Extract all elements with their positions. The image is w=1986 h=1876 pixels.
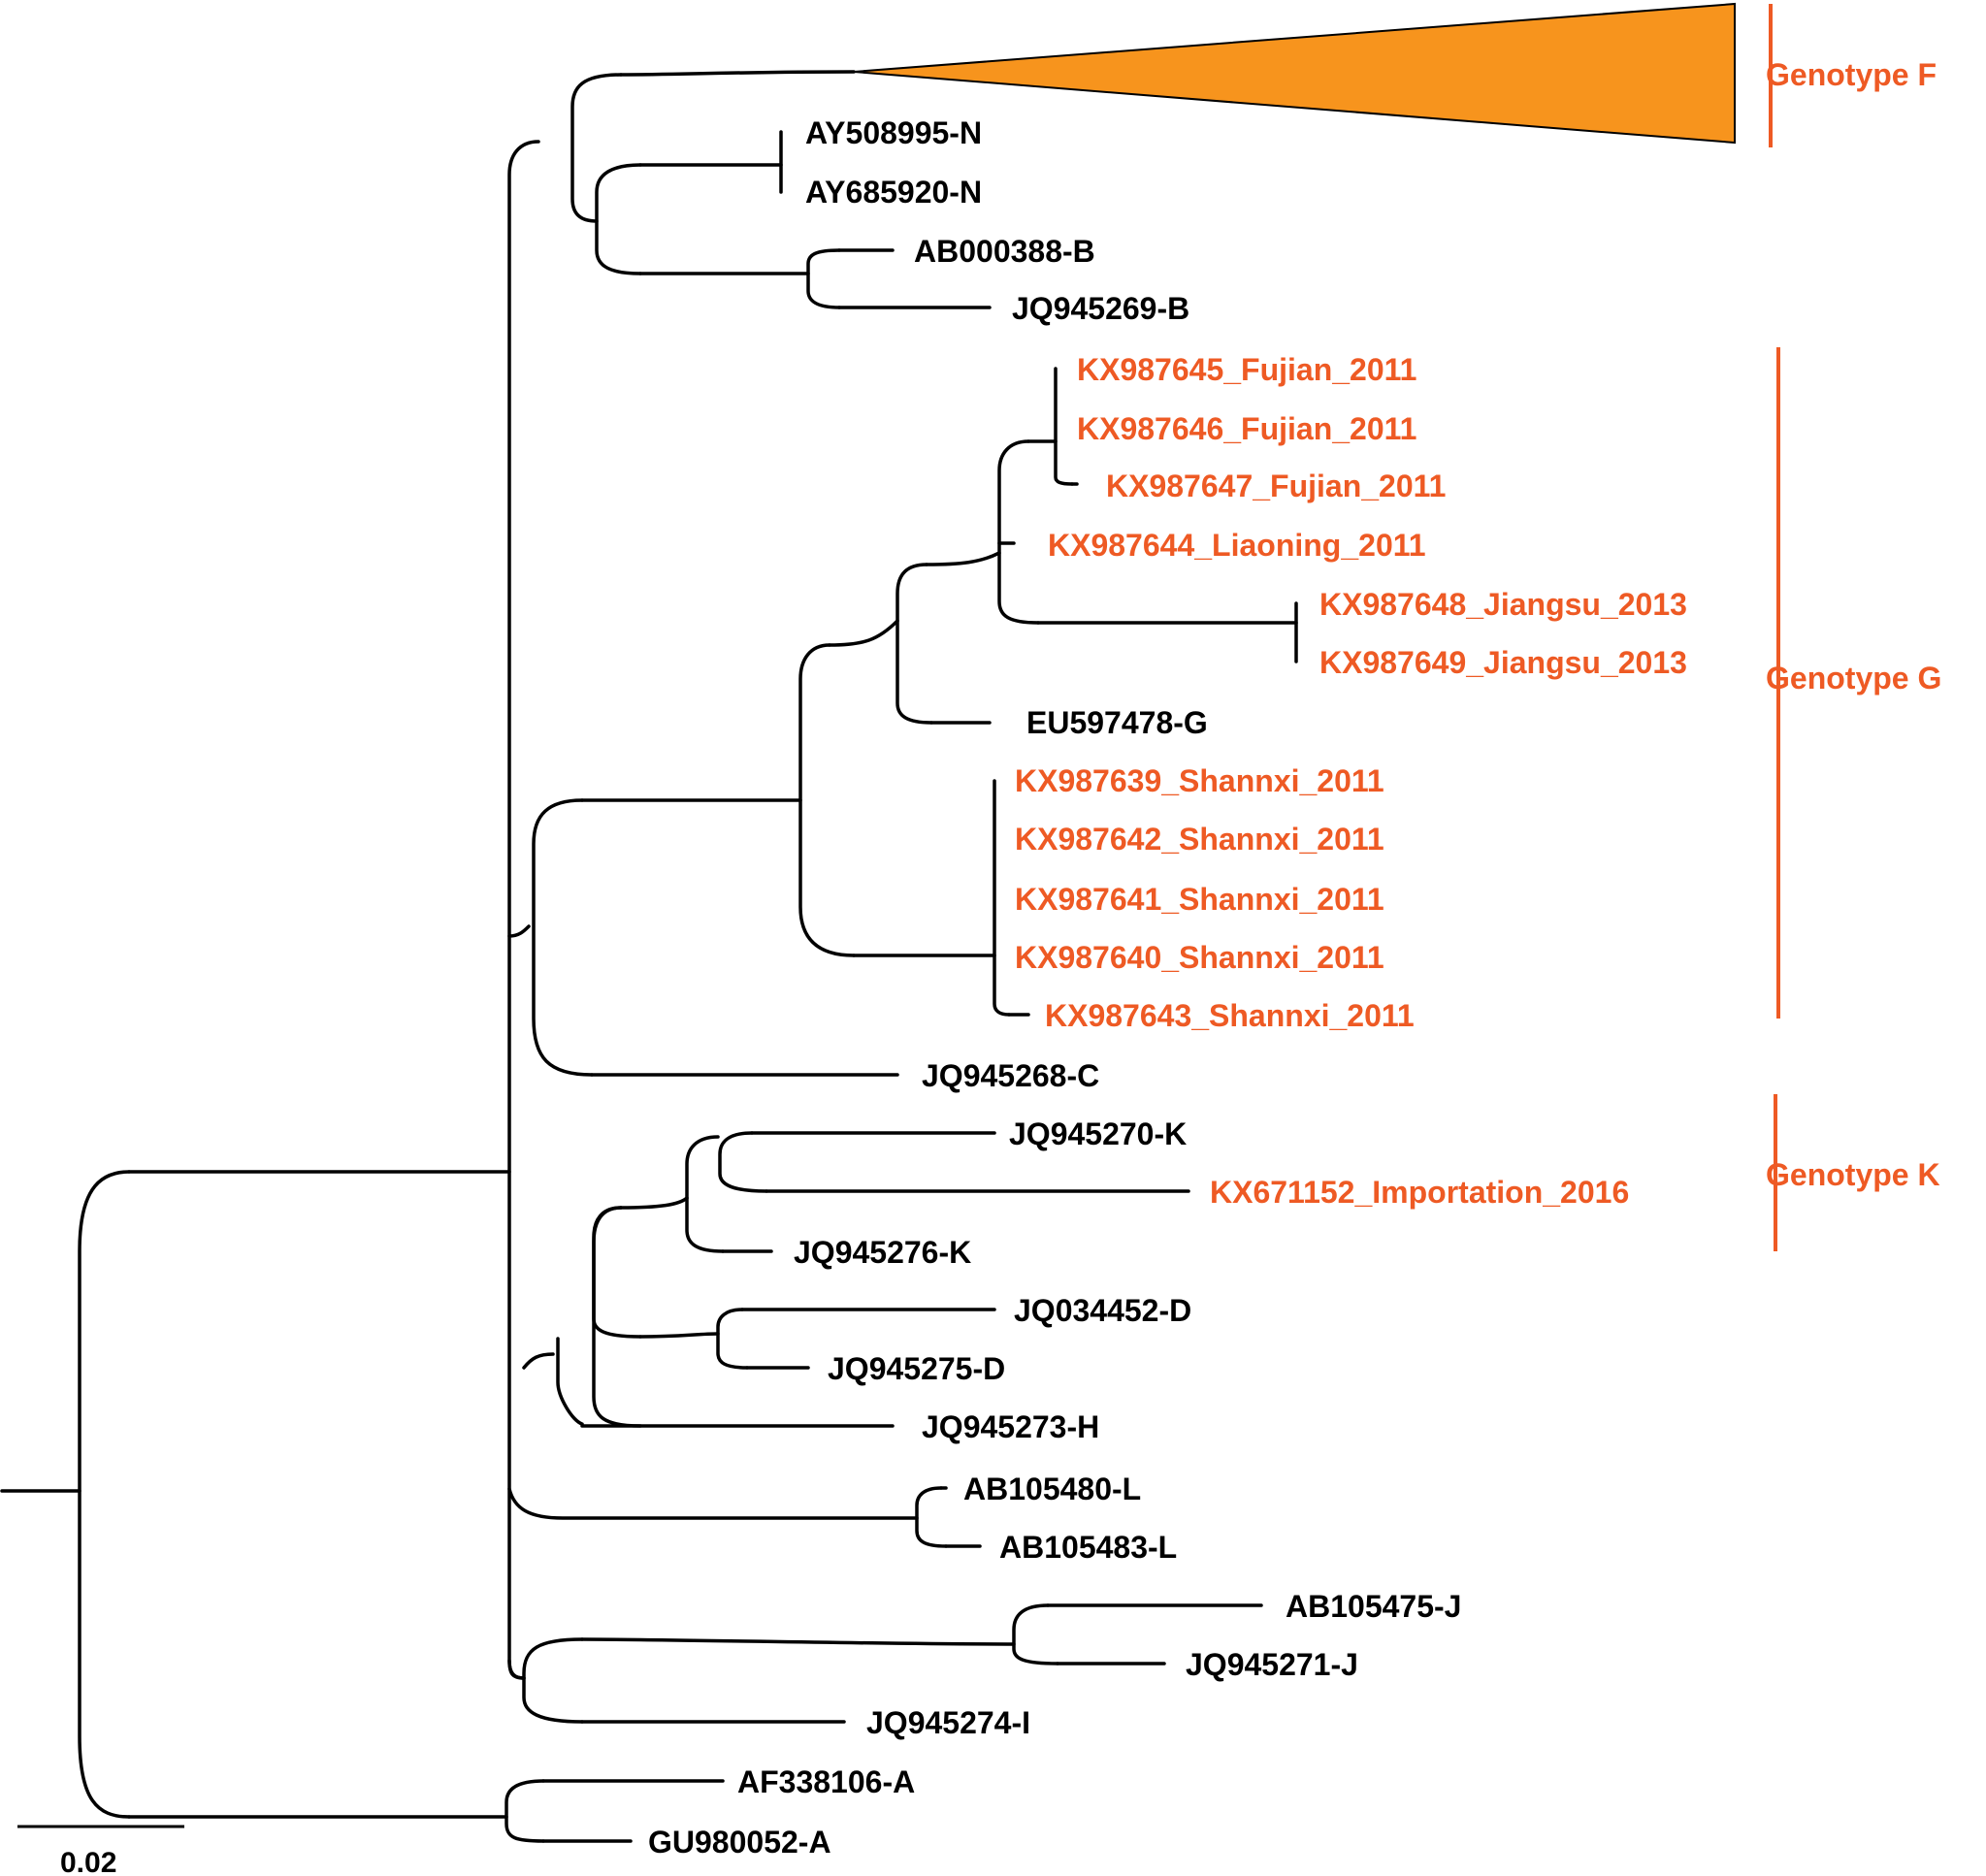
- node-ji: [522, 1637, 584, 1724]
- leaf-label: KX987648_Jiangsu_2013: [1319, 587, 1687, 622]
- leaf-label: KX987645_Fujian_2011: [1077, 352, 1416, 387]
- branch-g-upper: [828, 619, 899, 647]
- scale-bar-label: 0.02: [60, 1847, 116, 1876]
- leaf-label: KX671152_Importation_2016: [1210, 1175, 1629, 1210]
- leaf-labels: AY508995-N AY685920-N AB000388-B JQ94526…: [648, 115, 1687, 1860]
- leaf-label: AB000388-B: [914, 234, 1095, 269]
- scale-bar: 0.02: [17, 1825, 184, 1876]
- clade-label-genotype-k: Genotype K: [1766, 1157, 1940, 1192]
- clade-label-genotype-f: Genotype F: [1766, 57, 1937, 92]
- collapsed-clade-genotype-f: [853, 2, 1736, 145]
- leaf-label: AY685920-N: [805, 175, 982, 210]
- node-g: [798, 643, 856, 957]
- leaf-label: KX987641_Shannxi_2011: [1015, 882, 1384, 917]
- leaf-label: JQ945275-D: [828, 1351, 1005, 1386]
- branch-g-china: [925, 551, 1001, 566]
- leaf-label: EU597478-G: [1026, 705, 1208, 740]
- branch-d: [638, 1332, 720, 1339]
- clade-annotations: Genotype F Genotype G Genotype K: [1766, 4, 1941, 1251]
- branch-kdh: [522, 1352, 555, 1370]
- node-fnb: [570, 73, 623, 223]
- leaf-label: KX987646_Fujian_2011: [1077, 411, 1416, 446]
- leaf-label: JQ034452-D: [1014, 1293, 1191, 1328]
- leaf-label: GU980052-A: [648, 1825, 831, 1860]
- branch-genotype-f: [619, 70, 856, 77]
- root-split: [78, 1170, 131, 1819]
- node-k: [685, 1135, 725, 1253]
- leaf-label: KX987640_Shannxi_2011: [1015, 940, 1384, 975]
- leaf-label: JQ945274-I: [866, 1705, 1030, 1740]
- leaf-label: JQ945269-B: [1012, 291, 1189, 326]
- leaf-label: KX987642_Shannxi_2011: [1015, 822, 1384, 857]
- node-j: [1012, 1603, 1059, 1666]
- leaf-label: KX987639_Shannxi_2011: [1015, 763, 1384, 798]
- leaf-label: JQ945270-K: [1009, 1116, 1187, 1151]
- node-g-upper: [895, 563, 933, 725]
- node-b: [806, 248, 841, 309]
- branch-l: [507, 1487, 919, 1520]
- node-nb: [595, 163, 642, 275]
- branch-k: [619, 1196, 689, 1210]
- leaf-label: KX987649_Jiangsu_2013: [1319, 645, 1687, 680]
- leaf-label: JQ945268-C: [922, 1058, 1099, 1093]
- node-g-china: [997, 439, 1040, 625]
- leaf-label: AB105475-J: [1286, 1589, 1461, 1624]
- node-d: [716, 1308, 749, 1370]
- leaf-label: KX987643_Shannxi_2011: [1045, 998, 1415, 1033]
- leaf-label: AY508995-N: [805, 115, 982, 150]
- node-gc: [532, 798, 594, 1077]
- leaf-label: KX987644_Liaoning_2011: [1048, 528, 1426, 563]
- node-k-upper: [718, 1131, 768, 1193]
- leaf-label: AB105480-L: [963, 1472, 1141, 1506]
- tree-branches: [0, 70, 1298, 1843]
- node-kdh-root: [556, 1337, 584, 1426]
- node-a: [505, 1779, 545, 1843]
- leaf-label: JQ945273-H: [922, 1409, 1099, 1444]
- leaf-label: AB105483-L: [999, 1530, 1177, 1565]
- leaf-label: JQ945276-K: [794, 1235, 971, 1270]
- branch-gc: [507, 924, 531, 938]
- node-kdh: [592, 1206, 642, 1428]
- branch-j: [580, 1637, 1016, 1646]
- node-shannxi: [993, 779, 1011, 1017]
- leaf-label: KX987647_Fujian_2011: [1106, 469, 1446, 503]
- node-fujian: [1054, 367, 1074, 486]
- leaf-label: JQ945271-J: [1186, 1647, 1358, 1682]
- branch-ji: [507, 1659, 526, 1680]
- leaf-label: AF338106-A: [737, 1764, 915, 1799]
- node-kd: [592, 1206, 642, 1339]
- clade-label-genotype-g: Genotype G: [1766, 661, 1941, 695]
- node-l: [915, 1486, 948, 1548]
